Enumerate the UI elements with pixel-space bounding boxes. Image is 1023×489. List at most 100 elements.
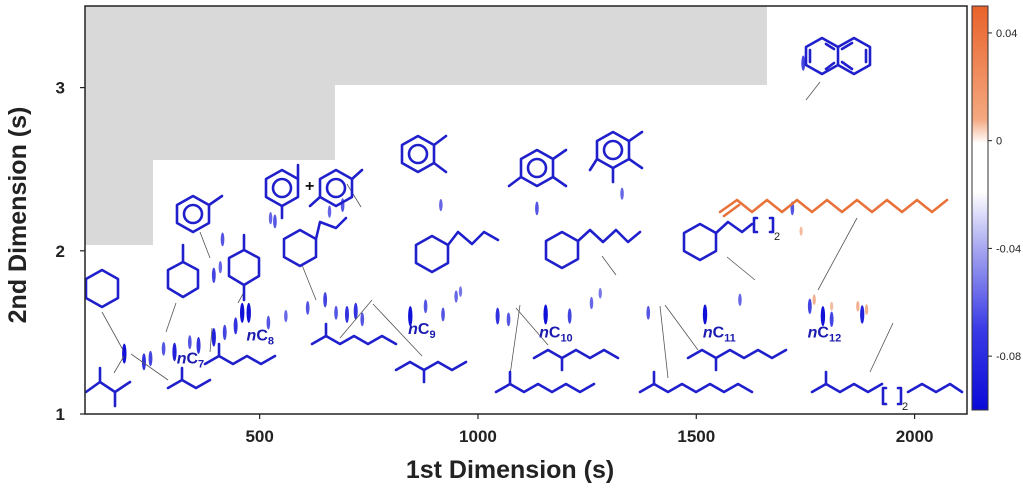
leader-line (869, 322, 894, 373)
colorbar-tick-label: -0.08 (996, 351, 1021, 363)
x-axis-title: 1st Dimension (s) (406, 456, 614, 484)
peak-mark (543, 304, 548, 325)
naphthalene-structure (804, 36, 872, 76)
peak-mark (187, 335, 192, 350)
peak-mark (598, 287, 602, 299)
leader-line (130, 353, 169, 381)
leader-line (199, 231, 211, 259)
repeat-subscript: 2 (774, 231, 780, 243)
peak-mark (122, 343, 127, 364)
trimethylbenzene-structure (400, 134, 448, 174)
branched-alkane-c11 (638, 370, 754, 394)
leader-line (601, 255, 617, 276)
peak-mark (738, 293, 742, 306)
compound-label: nC11 (703, 324, 736, 344)
peak-mark (820, 306, 826, 327)
colorbar-ticks: 0.040-0.04-0.08 (988, 28, 1021, 363)
compound-label-subscript: 12 (829, 332, 841, 344)
leader-lines (101, 81, 894, 381)
branched-alkane-c12 (810, 370, 964, 406)
peak-mark (141, 353, 146, 371)
para-xylene-structure (308, 168, 364, 208)
branched-alkane-c10 (494, 370, 596, 394)
leader-line (113, 355, 125, 374)
peak-mark (506, 312, 511, 327)
excluded-region (85, 6, 767, 245)
tetramethylbenzene-structure-2 (588, 130, 644, 184)
compound-label-subscript: 10 (560, 332, 572, 344)
peak-mark (589, 296, 594, 310)
peak-mark (211, 267, 216, 283)
peak-mark (323, 292, 328, 308)
alkylcyclohexane-structure (682, 216, 775, 262)
peak-mark (222, 324, 227, 341)
compound-label-element: C (549, 324, 561, 341)
leader-line (664, 304, 699, 351)
peak-mark (211, 328, 216, 347)
dimethylcyclohexane-structure (227, 233, 261, 302)
peak-mark (305, 301, 310, 315)
x-tick-label: 1500 (677, 427, 715, 446)
peak-layer (122, 55, 869, 371)
y-tick-label: 3 (56, 79, 65, 98)
alkene-structure (718, 198, 949, 218)
leader-line (659, 305, 669, 379)
compound-label: nC8 (247, 328, 274, 348)
peak-mark (334, 305, 338, 320)
colorbar-tick-label: -0.04 (996, 243, 1021, 255)
compound-label: nC9 (408, 321, 435, 341)
leader-line (346, 183, 362, 208)
peak-mark (801, 55, 806, 71)
y-axis: 1 2 3 (56, 79, 85, 424)
branched-alkane-c10b (532, 348, 620, 372)
branched-alkane-c9b (394, 360, 468, 384)
compound-label: nC10 (539, 324, 573, 344)
leader-line (509, 304, 521, 376)
peak-mark (799, 226, 803, 236)
methylcyclohexane-structure (166, 243, 200, 299)
leader-line (726, 256, 756, 281)
compound-label-prefix: n (177, 350, 187, 367)
peak-mark (864, 304, 869, 315)
toluene-structure (175, 194, 224, 234)
peak-mark (807, 298, 812, 314)
peak-mark (172, 342, 177, 362)
peak-mark (454, 290, 458, 303)
compound-label: nC7 (177, 350, 204, 370)
peak-mark (829, 311, 834, 328)
x-tick-label: 1000 (459, 427, 497, 446)
colorbar-tick-label: 0.04 (996, 28, 1017, 40)
branched-alkane-c7 (84, 366, 132, 408)
compound-label: nC12 (808, 324, 842, 344)
molecule-drawings: 2 + (84, 36, 964, 413)
peak-mark (218, 261, 223, 274)
peak-mark (273, 214, 277, 229)
pentylcyclohexane-structure (544, 228, 642, 270)
compound-label-prefix: n (247, 328, 257, 345)
compound-label-element: C (418, 321, 430, 338)
tetramethylbenzene-structure (507, 148, 568, 188)
compound-label-element: C (256, 328, 268, 345)
y-tick-label: 2 (56, 242, 65, 261)
compound-label-subscript: 7 (198, 358, 204, 370)
leader-line (301, 264, 317, 301)
leader-line (515, 307, 549, 346)
peak-mark (620, 187, 624, 200)
leader-line (817, 217, 858, 291)
peak-mark (246, 302, 251, 323)
peak-mark (344, 306, 350, 323)
peak-mark (567, 308, 572, 324)
peak-mark (196, 337, 201, 354)
peak-mark (239, 302, 245, 323)
branched-alkane-c11b (686, 348, 788, 372)
cyclohexane-structure (84, 268, 120, 309)
peak-mark (266, 315, 271, 330)
propylcyclohexane-structure (282, 216, 348, 268)
peak-mark (408, 306, 413, 327)
compound-label-prefix: n (539, 324, 549, 341)
y-tick-label: 1 (56, 405, 65, 424)
colorbar (971, 5, 989, 411)
peak-mark (702, 304, 708, 325)
peak-mark (353, 302, 358, 320)
